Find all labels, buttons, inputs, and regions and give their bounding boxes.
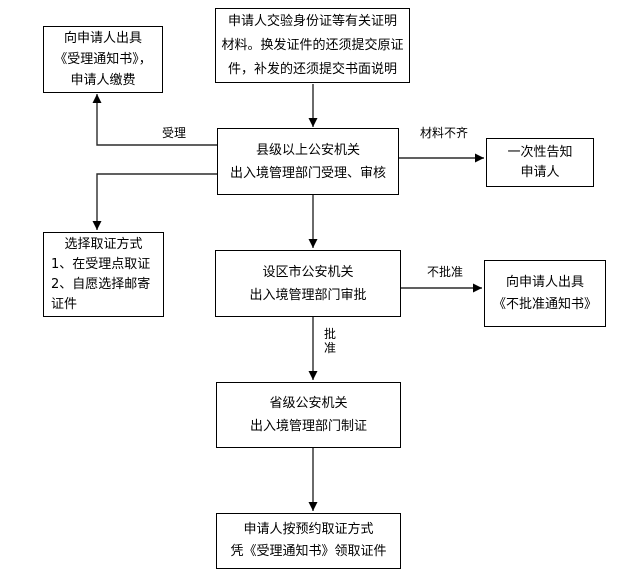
node-text-line: 一次性告知 (507, 144, 573, 160)
edge-label-accepted: 受理 (161, 126, 188, 140)
node-text-line: 申请人按预约取证方式 (243, 522, 374, 537)
node-text-line: 件，补发的还须提交书面说明 (227, 61, 397, 77)
edge-label-approved: 批准 (323, 327, 339, 355)
node-text-line: 申请人缴费 (70, 73, 136, 88)
flow-node-notify-applicant-once: 一次性告知 申请人 (486, 138, 594, 187)
flow-node-choose-collection-method: 选择取证方式 1、在受理点取证 2、自愿选择邮寄 证件 (43, 232, 164, 317)
node-text-line: 申请人交验身份证等有关证明 (227, 13, 397, 29)
node-text-line: 向申请人出具 (63, 31, 142, 46)
node-text-line: 1、在受理点取证 (51, 256, 151, 272)
flow-node-issue-rejection-notice: 向申请人出具 《不批准通知书》 (484, 260, 606, 327)
node-text-line: 证件 (51, 296, 78, 312)
node-text-line: 县级以上公安机关 (255, 142, 360, 158)
node-text-line: 《不批准通知书》 (492, 296, 597, 312)
node-text-line: 出入境管理部门制证 (249, 419, 367, 434)
node-text-line: 向申请人出具 (505, 274, 584, 290)
flow-node-submit-materials: 申请人交验身份证等有关证明 材料。换发证件的还须提交原证 件，补发的还须提交书面… (215, 8, 410, 83)
node-text-line: 设区市公安机关 (262, 264, 354, 280)
node-text-line: 材料。换发证件的还须提交原证 (221, 37, 404, 53)
node-text-line: 出入境管理部门审批 (249, 287, 367, 303)
flow-node-issue-acceptance-notice: 向申请人出具 《受理通知书》， 申请人缴费 (43, 26, 163, 93)
node-text-line: 《受理通知书》， (54, 52, 152, 67)
edge-label-materials-incomplete: 材料不齐 (419, 126, 470, 140)
node-text-line: 2、自愿选择邮寄 (51, 276, 151, 292)
node-text-line: 出入境管理部门受理、审核 (229, 165, 386, 181)
flow-node-province-certificate-production: 省级公安机关 出入境管理部门制证 (216, 382, 401, 448)
flow-node-collect-certificate: 申请人按预约取证方式 凭《受理通知书》领取证件 (216, 513, 401, 569)
flow-node-county-review: 县级以上公安机关 出入境管理部门受理、审核 (217, 128, 399, 195)
node-text-line: 选择取证方式 (64, 236, 143, 252)
connector-county-to-choose-method (92, 173, 217, 230)
node-text-line: 省级公安机关 (269, 396, 348, 411)
flow-node-city-approval: 设区市公安机关 出入境管理部门审批 (215, 250, 401, 317)
edge-label-not-approved: 不批准 (426, 265, 465, 279)
node-text-line: 申请人 (520, 164, 560, 180)
connector-county-to-acceptance-notice (92, 94, 217, 146)
node-text-line: 凭《受理通知书》领取证件 (230, 544, 387, 559)
